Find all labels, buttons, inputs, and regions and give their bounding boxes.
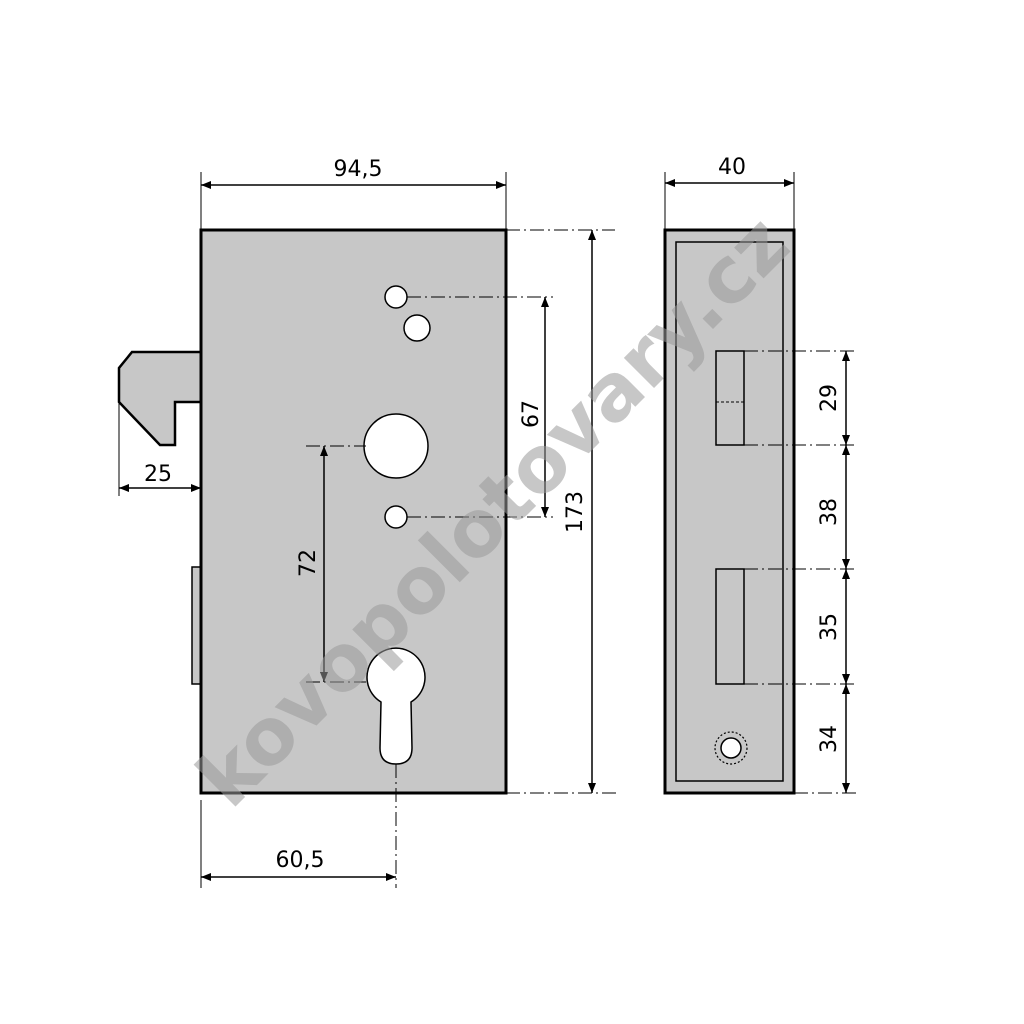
dim-label-25: 25 bbox=[144, 462, 172, 487]
front-view: 67 72 94,5 173 25 60,5 bbox=[117, 157, 618, 888]
lock-case-front bbox=[199, 228, 508, 795]
dim-label-34: 34 bbox=[817, 725, 842, 753]
faceplate-inner bbox=[675, 241, 784, 782]
dim-label-67: 67 bbox=[519, 400, 544, 428]
dim-label-35: 35 bbox=[817, 613, 842, 641]
cylinder-keyhole bbox=[366, 647, 426, 765]
dim-label-40: 40 bbox=[718, 155, 746, 180]
dim-label-60-5: 60,5 bbox=[276, 848, 325, 873]
dim-label-173: 173 bbox=[563, 491, 588, 533]
lock-case-side bbox=[663, 228, 796, 795]
dim-label-38: 38 bbox=[817, 498, 842, 526]
dim-label-72: 72 bbox=[296, 549, 321, 577]
top-hole-small bbox=[384, 285, 408, 309]
latch-opening bbox=[715, 350, 745, 446]
dim-label-94-5: 94,5 bbox=[334, 157, 383, 182]
screw-icon bbox=[714, 731, 748, 765]
dim-label-29: 29 bbox=[817, 384, 842, 412]
top-hole-second bbox=[403, 314, 431, 342]
bolt-opening bbox=[715, 568, 745, 685]
middle-hole-small bbox=[384, 505, 408, 529]
screw-hole bbox=[720, 737, 742, 759]
hook-bolt bbox=[117, 350, 203, 447]
side-view: 40 29 38 35 34 bbox=[663, 155, 858, 795]
follower-hole bbox=[363, 413, 429, 479]
